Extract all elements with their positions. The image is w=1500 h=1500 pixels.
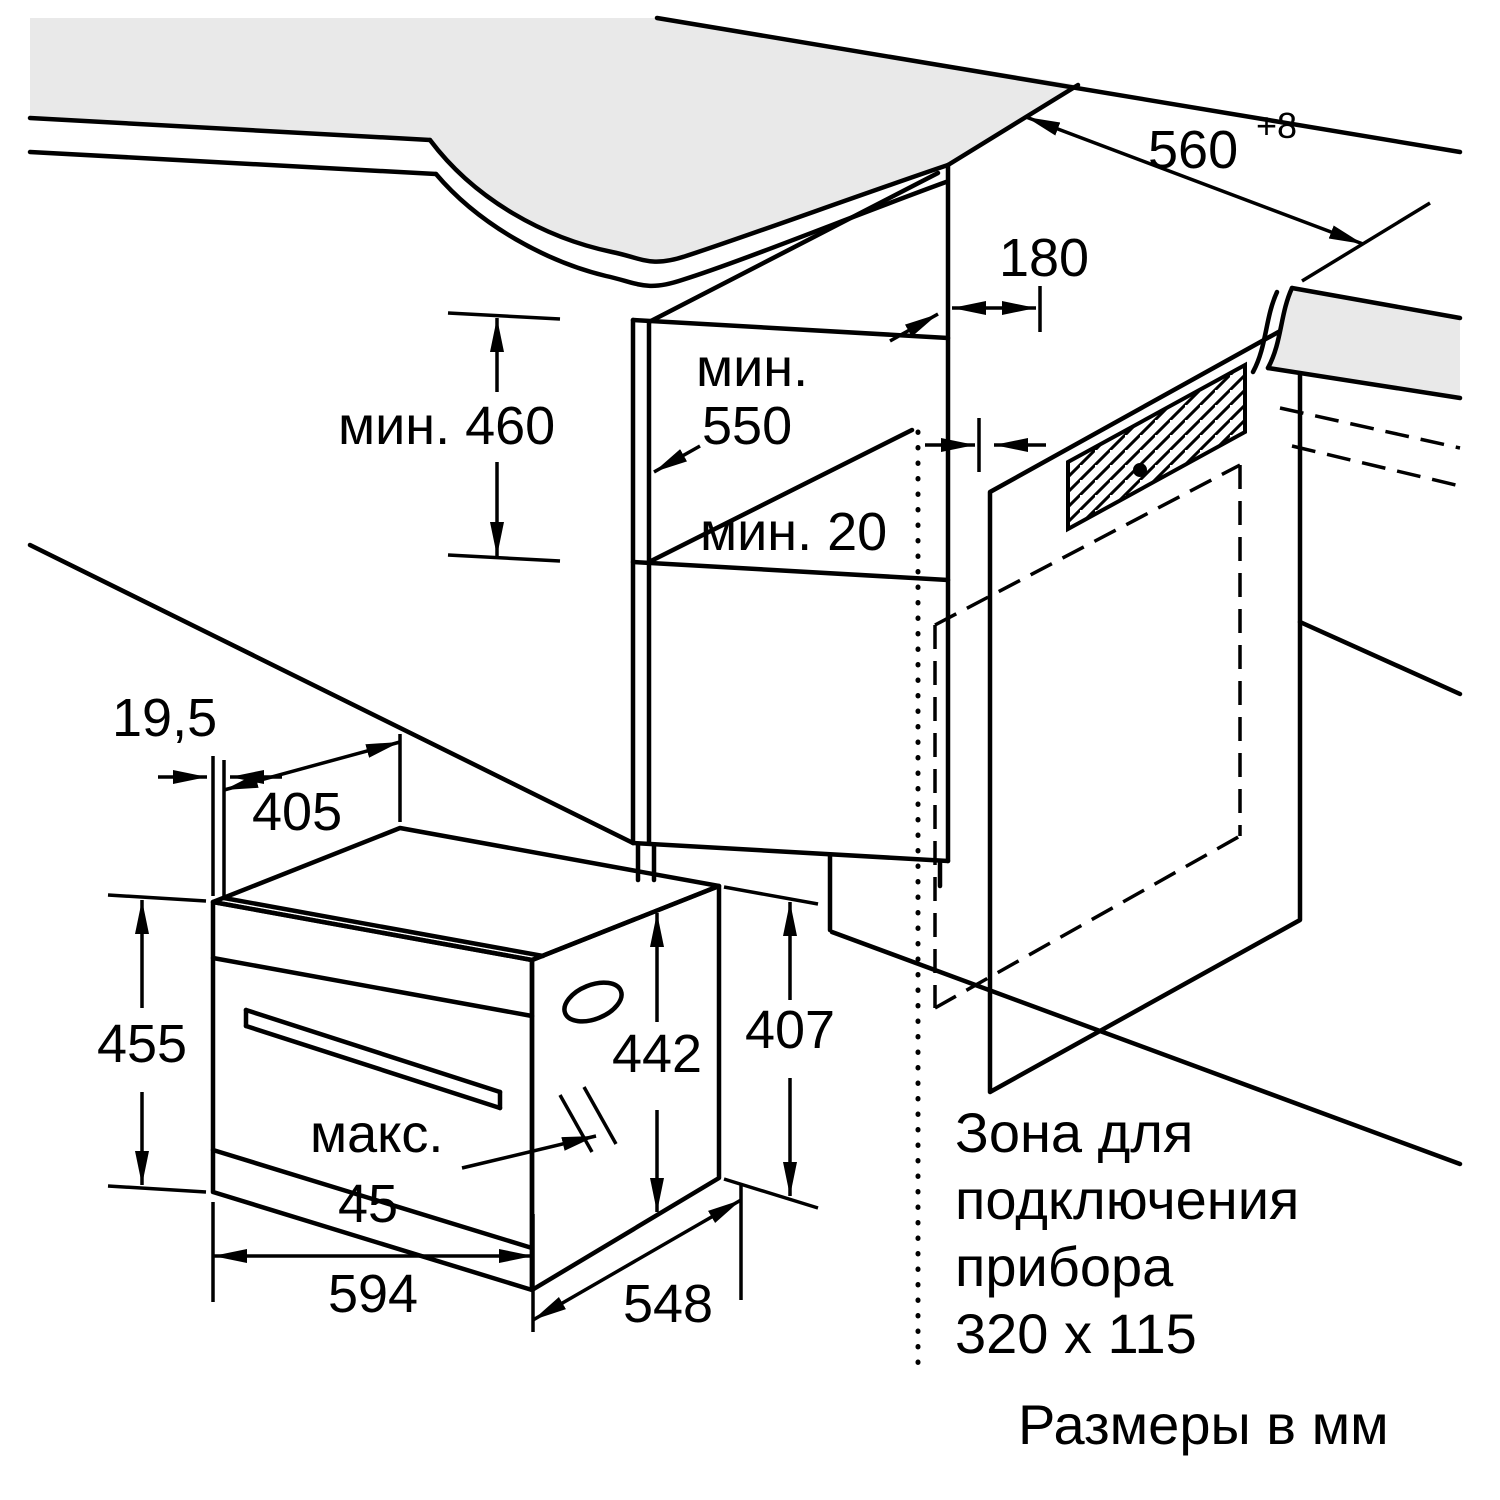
units-note: Размеры в мм: [1018, 1393, 1389, 1456]
dim-front-height-tick-top: [107, 893, 207, 903]
worktop-right: [1250, 285, 1463, 401]
oven-top-inner-edge: [221, 895, 546, 959]
dim-niche-depth-label: 550: [702, 396, 792, 456]
dim-rear-height-tick-bottom: [723, 1177, 819, 1210]
connection-zone-note-line-2: подключения: [955, 1168, 1299, 1231]
oven-control-strip-line: [210, 955, 535, 1019]
niche-floor-front-edge: [630, 559, 951, 583]
connection-zone-note-line-4: 320 x 115: [955, 1302, 1197, 1365]
dim-rear-height-label: 407: [745, 1000, 835, 1060]
connection-point-dot: [1133, 463, 1147, 477]
worktop-front-edge: [27, 115, 433, 143]
worktop-right-surface: [1268, 288, 1460, 398]
worktop-front-edge-lower: [27, 149, 439, 177]
break-line-right: [1297, 619, 1463, 697]
hidden-edges: [933, 406, 1461, 1010]
dim-rear-height-tick-top: [723, 885, 819, 906]
connection-zone-hatch: [1066, 361, 1247, 533]
dim-min-height-label: мин. 460: [338, 396, 555, 456]
dim-front-height-tick-bottom: [107, 1184, 207, 1194]
connection-zone-note: Зона для подключения прибора 320 x 115: [955, 1101, 1299, 1365]
dim-top-setback-label: 19,5: [112, 688, 217, 748]
cabinet-shelf-edge: [630, 840, 951, 864]
dim-top-depth-label: 405: [252, 782, 342, 842]
hidden-worktop-edge-1: [1279, 406, 1461, 450]
dim-handle-protrusion-label: 45: [338, 1174, 398, 1234]
dim-body-depth-line: [532, 1198, 742, 1322]
labels: мин. 460 мин. 550 180 560 +8 мин. 20 19,…: [97, 105, 1389, 1456]
oven-handle-bottom: [243, 1023, 503, 1111]
dim-niche-depth-prefix-label: мин.: [696, 338, 808, 398]
dim-niche-width-line: [1025, 115, 1364, 246]
dim-niche-width-tick: [1301, 201, 1431, 283]
worktop-left: [27, 15, 1463, 289]
worktop-right-torn-edge-2: [1250, 289, 1280, 375]
connection-zone-note-line-1: Зона для: [955, 1101, 1193, 1164]
niche-top-edge: [630, 317, 951, 341]
oven-door-bottom-seam: [210, 1147, 535, 1251]
worktop-torn-edge-upper: [427, 137, 951, 264]
worktop-niche-side-edge: [945, 82, 1081, 168]
oven-side-grip-hole: [562, 980, 624, 1024]
side-panel: [987, 317, 1463, 1095]
dimensions: [107, 115, 1431, 1368]
dim-niche-depth-arrow-back: [889, 312, 939, 343]
dim-body-height-label: 442: [612, 1024, 702, 1084]
dim-min-height-tick-bottom: [447, 553, 561, 563]
dim-min-height-tick-top: [447, 311, 561, 321]
break-line-left: [27, 542, 636, 846]
worktop-right-top-edge: [1289, 285, 1463, 321]
worktop-left-surface: [30, 18, 1078, 262]
dim-handle-protrusion-leader: [461, 1134, 597, 1170]
hidden-worktop-edge-2: [1291, 444, 1461, 488]
oven-handle-top: [243, 1007, 503, 1095]
dim-body-depth-label: 548: [623, 1274, 713, 1334]
hidden-niche-top: [934, 463, 1241, 627]
niche-top-depth-edge: [646, 170, 941, 325]
dim-handle-protrusion-prefix-label: макс.: [310, 1104, 443, 1164]
worktop-right-front-edge: [1265, 365, 1463, 401]
dim-min-gap-label: мин. 20: [700, 502, 887, 562]
hidden-niche-bottom: [934, 834, 1241, 1010]
worktop-torn-edge-lower: [433, 171, 949, 289]
dim-front-width-label: 594: [328, 1264, 418, 1324]
oven-handle: [243, 1007, 503, 1111]
dim-handle-protrusion-tick-2: [582, 1086, 618, 1145]
dim-niche-width-label: 560: [1148, 120, 1238, 180]
dim-connection-offset-label: 180: [999, 228, 1089, 288]
dim-niche-depth-arrow-front: [653, 444, 701, 474]
dim-top-depth-line: [223, 740, 401, 792]
side-panel-outline: [987, 317, 1303, 1095]
worktop-right-torn-edge-1: [1265, 285, 1295, 371]
dim-front-height-label: 455: [97, 1014, 187, 1074]
dim-niche-width-tolerance-label: +8: [1256, 105, 1297, 146]
connection-zone-note-line-3: прибора: [955, 1235, 1174, 1298]
niche-floor-depth-edge: [646, 427, 915, 565]
